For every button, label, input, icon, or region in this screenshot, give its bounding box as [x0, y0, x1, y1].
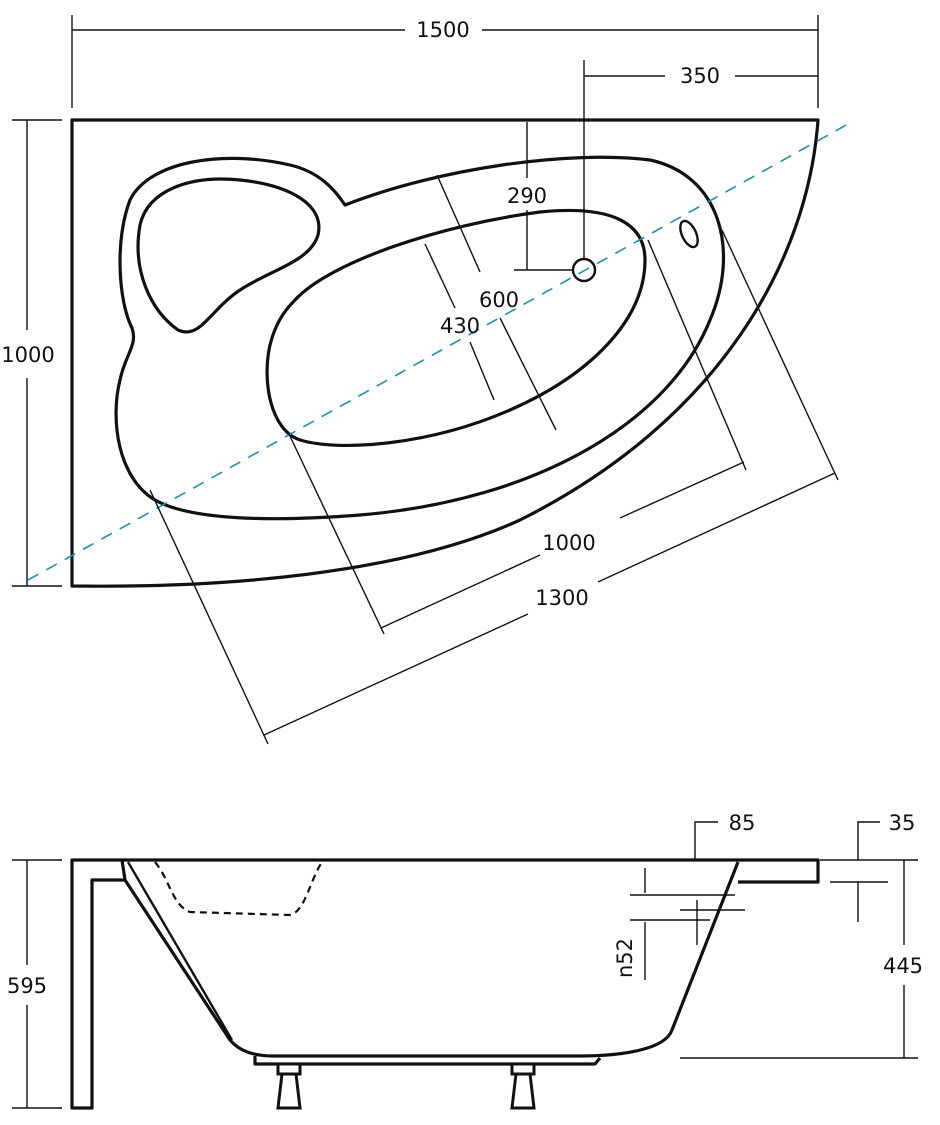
headrest-outline	[136, 177, 321, 334]
rim-outline	[70, 858, 820, 884]
dim-drain-offset: 350	[680, 64, 720, 88]
dim-inner-depth: 445	[883, 954, 923, 978]
tub-axis-line	[27, 123, 849, 581]
dim-inner-length: 1000	[542, 531, 595, 555]
tub-outer-outline	[70, 118, 820, 588]
dim-bottom-width: 430	[440, 314, 480, 338]
tub-body-outline	[120, 859, 740, 1058]
side-view: n52 85 35 595 445	[7, 811, 923, 1110]
inner-slope-line	[126, 861, 234, 1041]
overflow-hole	[679, 219, 699, 249]
basin-bottom-outline	[265, 208, 647, 447]
dim-overflow: n52	[613, 938, 637, 978]
dim-length: 1500	[416, 18, 469, 42]
dim-rim-thickness: 35	[889, 811, 916, 835]
headrest-dashed	[154, 861, 323, 917]
dim-inner-width: 600	[479, 288, 519, 312]
tub-rim-outline	[114, 155, 726, 521]
dim-depth: 1000	[1, 343, 54, 367]
foot-left	[276, 1062, 302, 1110]
dim-total-height: 595	[7, 974, 47, 998]
base-frame	[253, 1056, 602, 1066]
top-view: 1500 350 1000 290 600 430 1000	[1, 15, 849, 745]
dim-drain-depth: 290	[507, 184, 547, 208]
dim-rim-width: 85	[729, 811, 756, 835]
foot-right	[510, 1062, 536, 1110]
front-panel	[70, 878, 125, 1110]
dim-outer-length: 1300	[535, 586, 588, 610]
